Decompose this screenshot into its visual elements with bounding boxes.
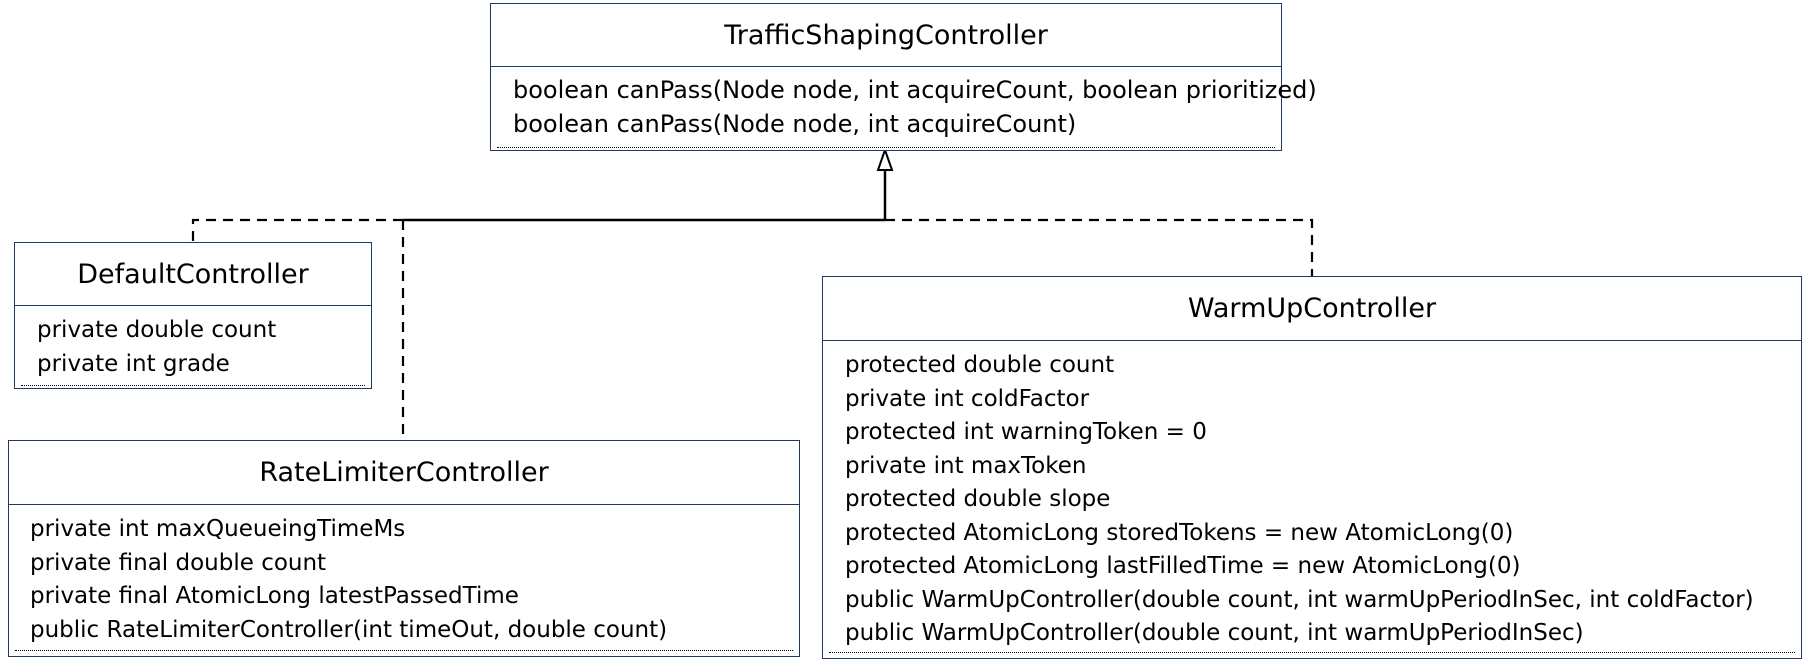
member-item: private int grade <box>37 350 230 377</box>
member-item: protected AtomicLong lastFilledTime = ne… <box>845 553 1521 579</box>
member-item: private int coldFactor <box>845 385 1090 412</box>
member-item: private double count <box>37 317 277 343</box>
class-name: TrafficShapingController <box>491 4 1281 67</box>
member-list: boolean canPass(Node node, int acquireCo… <box>491 67 1317 148</box>
member-item: private int maxQueueingTimeMs <box>30 516 406 542</box>
dotted-separator <box>497 147 1275 148</box>
class-name: RateLimiterController <box>9 441 799 505</box>
member-item: boolean canPass(Node node, int acquireCo… <box>513 76 1317 104</box>
realization-arrowhead <box>876 146 894 171</box>
member-list: private double count private int grade <box>15 306 371 386</box>
rate-limiter-controller-class: RateLimiterController private int maxQue… <box>8 440 800 657</box>
warm-up-controller-link <box>885 218 1314 276</box>
member-item: public WarmUpController(double count, in… <box>845 586 1754 613</box>
class-name: DefaultController <box>15 243 371 306</box>
member-item: boolean canPass(Node node, int acquireCo… <box>513 109 1077 138</box>
member-item: private int maxToken <box>845 452 1087 479</box>
member-item: public RateLimiterController(int timeOut… <box>30 616 668 643</box>
class-name: WarmUpController <box>823 277 1801 341</box>
member-item: protected int warningToken = 0 <box>845 419 1207 445</box>
default-controller-link <box>191 218 403 242</box>
member-item: private final AtomicLong latestPassedTim… <box>30 583 519 609</box>
dotted-separator <box>21 385 365 386</box>
warm-up-controller-class: WarmUpController protected double count … <box>822 276 1802 659</box>
member-item: private final double count <box>30 549 327 576</box>
member-list: private int maxQueueingTimeMs private fi… <box>9 505 799 651</box>
member-item: public WarmUpController(double count, in… <box>845 620 1584 646</box>
dotted-separator <box>829 652 1795 653</box>
member-item: protected double count <box>845 352 1115 378</box>
member-item: protected double slope <box>845 486 1111 512</box>
dotted-separator <box>15 650 793 651</box>
member-item: protected AtomicLong storedTokens = new … <box>845 519 1514 546</box>
default-controller-class: DefaultController private double count p… <box>14 242 372 389</box>
traffic-shaping-controller-class: TrafficShapingController boolean canPass… <box>490 3 1317 151</box>
member-list: protected double count private int coldF… <box>823 341 1801 653</box>
